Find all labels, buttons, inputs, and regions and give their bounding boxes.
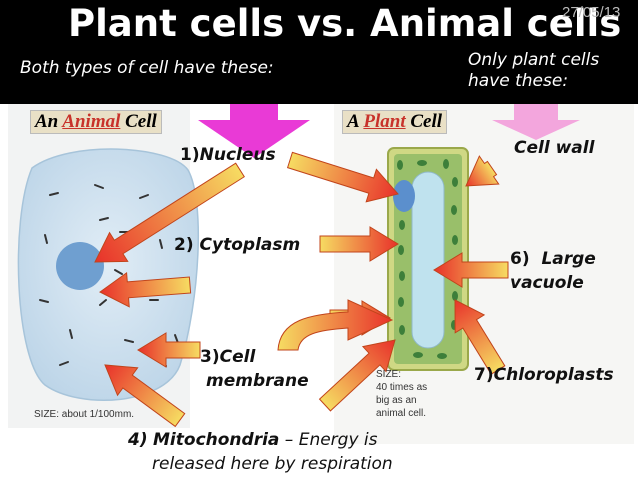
plant-size-line: animal cell. [376,408,427,419]
nucleus-number: 1) [180,145,200,165]
arrow-nucleus-to-plant [286,151,399,203]
nucleus-text: Nucleus [199,145,276,165]
plant-label-suffix: Cell [410,111,443,132]
cell-membrane-label: 3)Cell membrane [200,345,309,393]
mitochondria-number: 4) [128,430,148,450]
arrow-cell-wall [465,155,500,187]
animal-nucleus [56,242,104,290]
plant-label-keyword: Plant [363,111,406,132]
plant-chloroplasts [397,159,458,359]
animal-cell-body [17,148,200,401]
arrow-nucleus-to-animal [94,162,245,263]
slide-date: 27/05/13 [562,4,621,21]
vacuole-number: 6) [510,249,530,269]
arrow-membrane-to-animal [137,332,201,368]
plant-size-note: SIZE: 40 times as big as an animal cell. [376,368,427,420]
cytoplasm-number: 2) [174,235,194,255]
mitochondria-text: Mitochondria [153,430,280,450]
arrow-mito-to-animal [104,364,186,428]
plant-size-line: big as an [376,395,417,406]
arrow-chloroplasts [454,299,506,375]
only-plant-caption-line1: Only plant cells [468,50,600,70]
nucleus-label: 1)Nucleus [180,145,276,165]
chloroplasts-number: 7) [474,365,494,385]
animal-label-suffix: Cell [125,111,157,132]
cytoplasm-text: Cytoplasm [199,235,301,255]
plant-label-prefix: A [347,111,359,132]
membrane-text-line1: Cell [219,347,256,367]
vacuole-text-line2: vacuole [510,273,584,293]
cell-wall-label: Cell wall [514,138,595,158]
mitochondria-desc-line1: – Energy is [284,430,378,450]
plant-vacuole [411,171,445,349]
vacuole-text-line1: Large [541,249,596,269]
label-arrows [94,151,509,428]
animal-label-keyword: Animal [62,111,121,132]
animal-size-note: SIZE: about 1/100mm. [34,409,135,420]
chloroplasts-label: 7)Chloroplasts [474,365,614,385]
arrow-cytoplasm-to-plant [319,226,399,262]
plant-nucleus [393,180,415,212]
slide-title: Plant cells vs. Animal cells [68,2,622,45]
chloroplasts-text: Chloroplasts [493,365,614,385]
both-types-caption: Both types of cell have these: [20,58,274,78]
header-bar: Plant cells vs. Animal cells 27/05/13 Bo… [0,0,638,104]
arrow-mito-to-plant [318,339,396,412]
arrow-cytoplasm-to-animal [99,271,192,308]
mitochondria-label: 4) Mitochondria – Energy is released her… [128,428,393,476]
arrow-membrane-curved [277,299,394,351]
membrane-number: 3) [200,347,220,367]
animal-cell-image-label: An Animal Cell [30,110,162,134]
only-plant-caption-line2: have these: [468,71,569,91]
plant-size-line: SIZE: [376,369,402,380]
mitochondria-desc-line2: released here by respiration [152,454,393,474]
cytoplasm-label: 2) Cytoplasm [174,235,300,255]
arrow-vacuole [433,252,509,288]
large-vacuole-label: 6) Large vacuole [510,247,596,295]
plant-cell-image-label: A Plant Cell [342,110,448,134]
animal-label-prefix: An [35,111,59,132]
only-plant-caption: Only plant cells have these: [468,50,599,92]
membrane-text-line2: membrane [206,371,309,391]
plant-size-line: 40 times as [376,382,428,393]
